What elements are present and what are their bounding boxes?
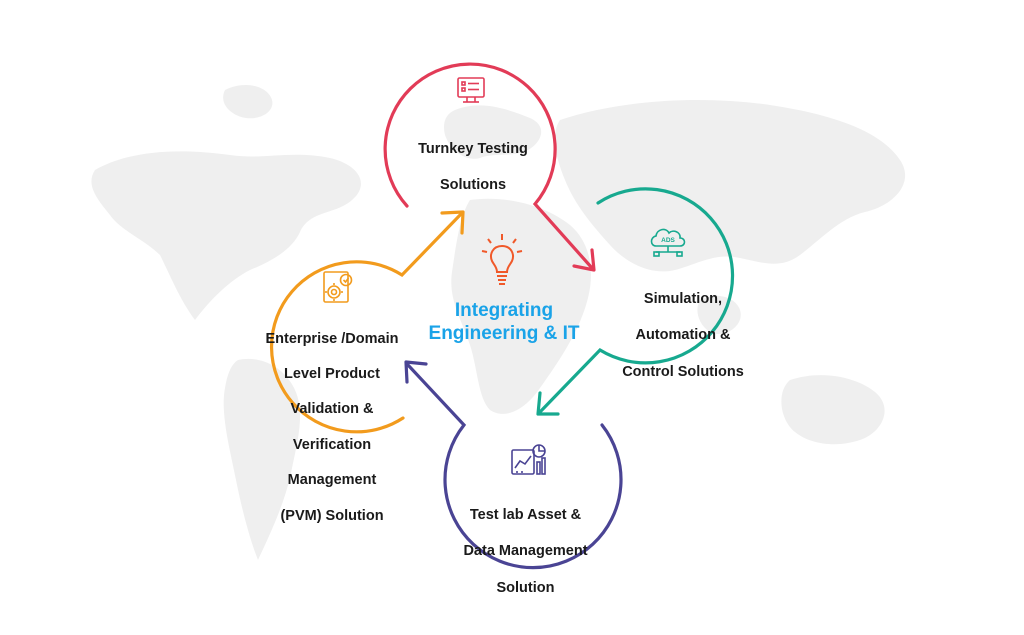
center-title: Integrating Engineering & IT (404, 300, 604, 346)
testlab-label-line: Solution (496, 579, 555, 596)
turnkey-label-line: Turnkey Testing (418, 141, 528, 158)
turnkey-loop (383, 62, 594, 270)
center-title-line: Integrating (454, 300, 554, 321)
simulation-arrowhead (536, 391, 560, 416)
cloud-ads-icon-text: ADS (661, 237, 675, 244)
testlab-label-line: Test lab Asset & (469, 507, 582, 524)
cloud-ads-icon (650, 228, 686, 257)
analytics-report-icon (511, 444, 546, 475)
testlab-arrowhead (404, 360, 428, 384)
gear-document-icon (323, 271, 353, 303)
simulation-automation-label: Simulation, Automation & Control Solutio… (598, 272, 768, 399)
pvm-label-line: Level Product (284, 366, 380, 383)
turnkey-label-line: Solutions (439, 177, 507, 194)
simulation-label-line: Control Solutions (622, 363, 744, 380)
simulation-label-line: Simulation, (643, 291, 723, 308)
simulation-loop (538, 187, 735, 414)
monitor-checklist-icon (457, 77, 485, 103)
pvm-label-line: Management (287, 472, 377, 489)
pvm-loop (269, 211, 464, 434)
pvm-label-line: Verification (292, 436, 372, 453)
turnkey-arrowhead (572, 248, 596, 272)
pvm-solution-label: Enterprise /Domain Level Product Validat… (252, 313, 412, 543)
pvm-label-line: Validation & (290, 401, 374, 418)
lightbulb-icon (481, 234, 523, 285)
turnkey-testing-label: Turnkey Testing Solutions (388, 122, 558, 213)
pvm-label-line: Enterprise /Domain (265, 330, 399, 347)
test-lab-asset-label: Test lab Asset & Data Management Solutio… (438, 488, 613, 615)
center-title-line: Engineering & IT (428, 322, 580, 344)
pvm-label-line: (PVM) Solution (280, 507, 384, 524)
simulation-label-line: Automation & (635, 327, 731, 344)
testlab-label-line: Data Management (463, 543, 588, 560)
pvm-arrowhead (440, 210, 465, 235)
testlab-loop (406, 363, 623, 570)
